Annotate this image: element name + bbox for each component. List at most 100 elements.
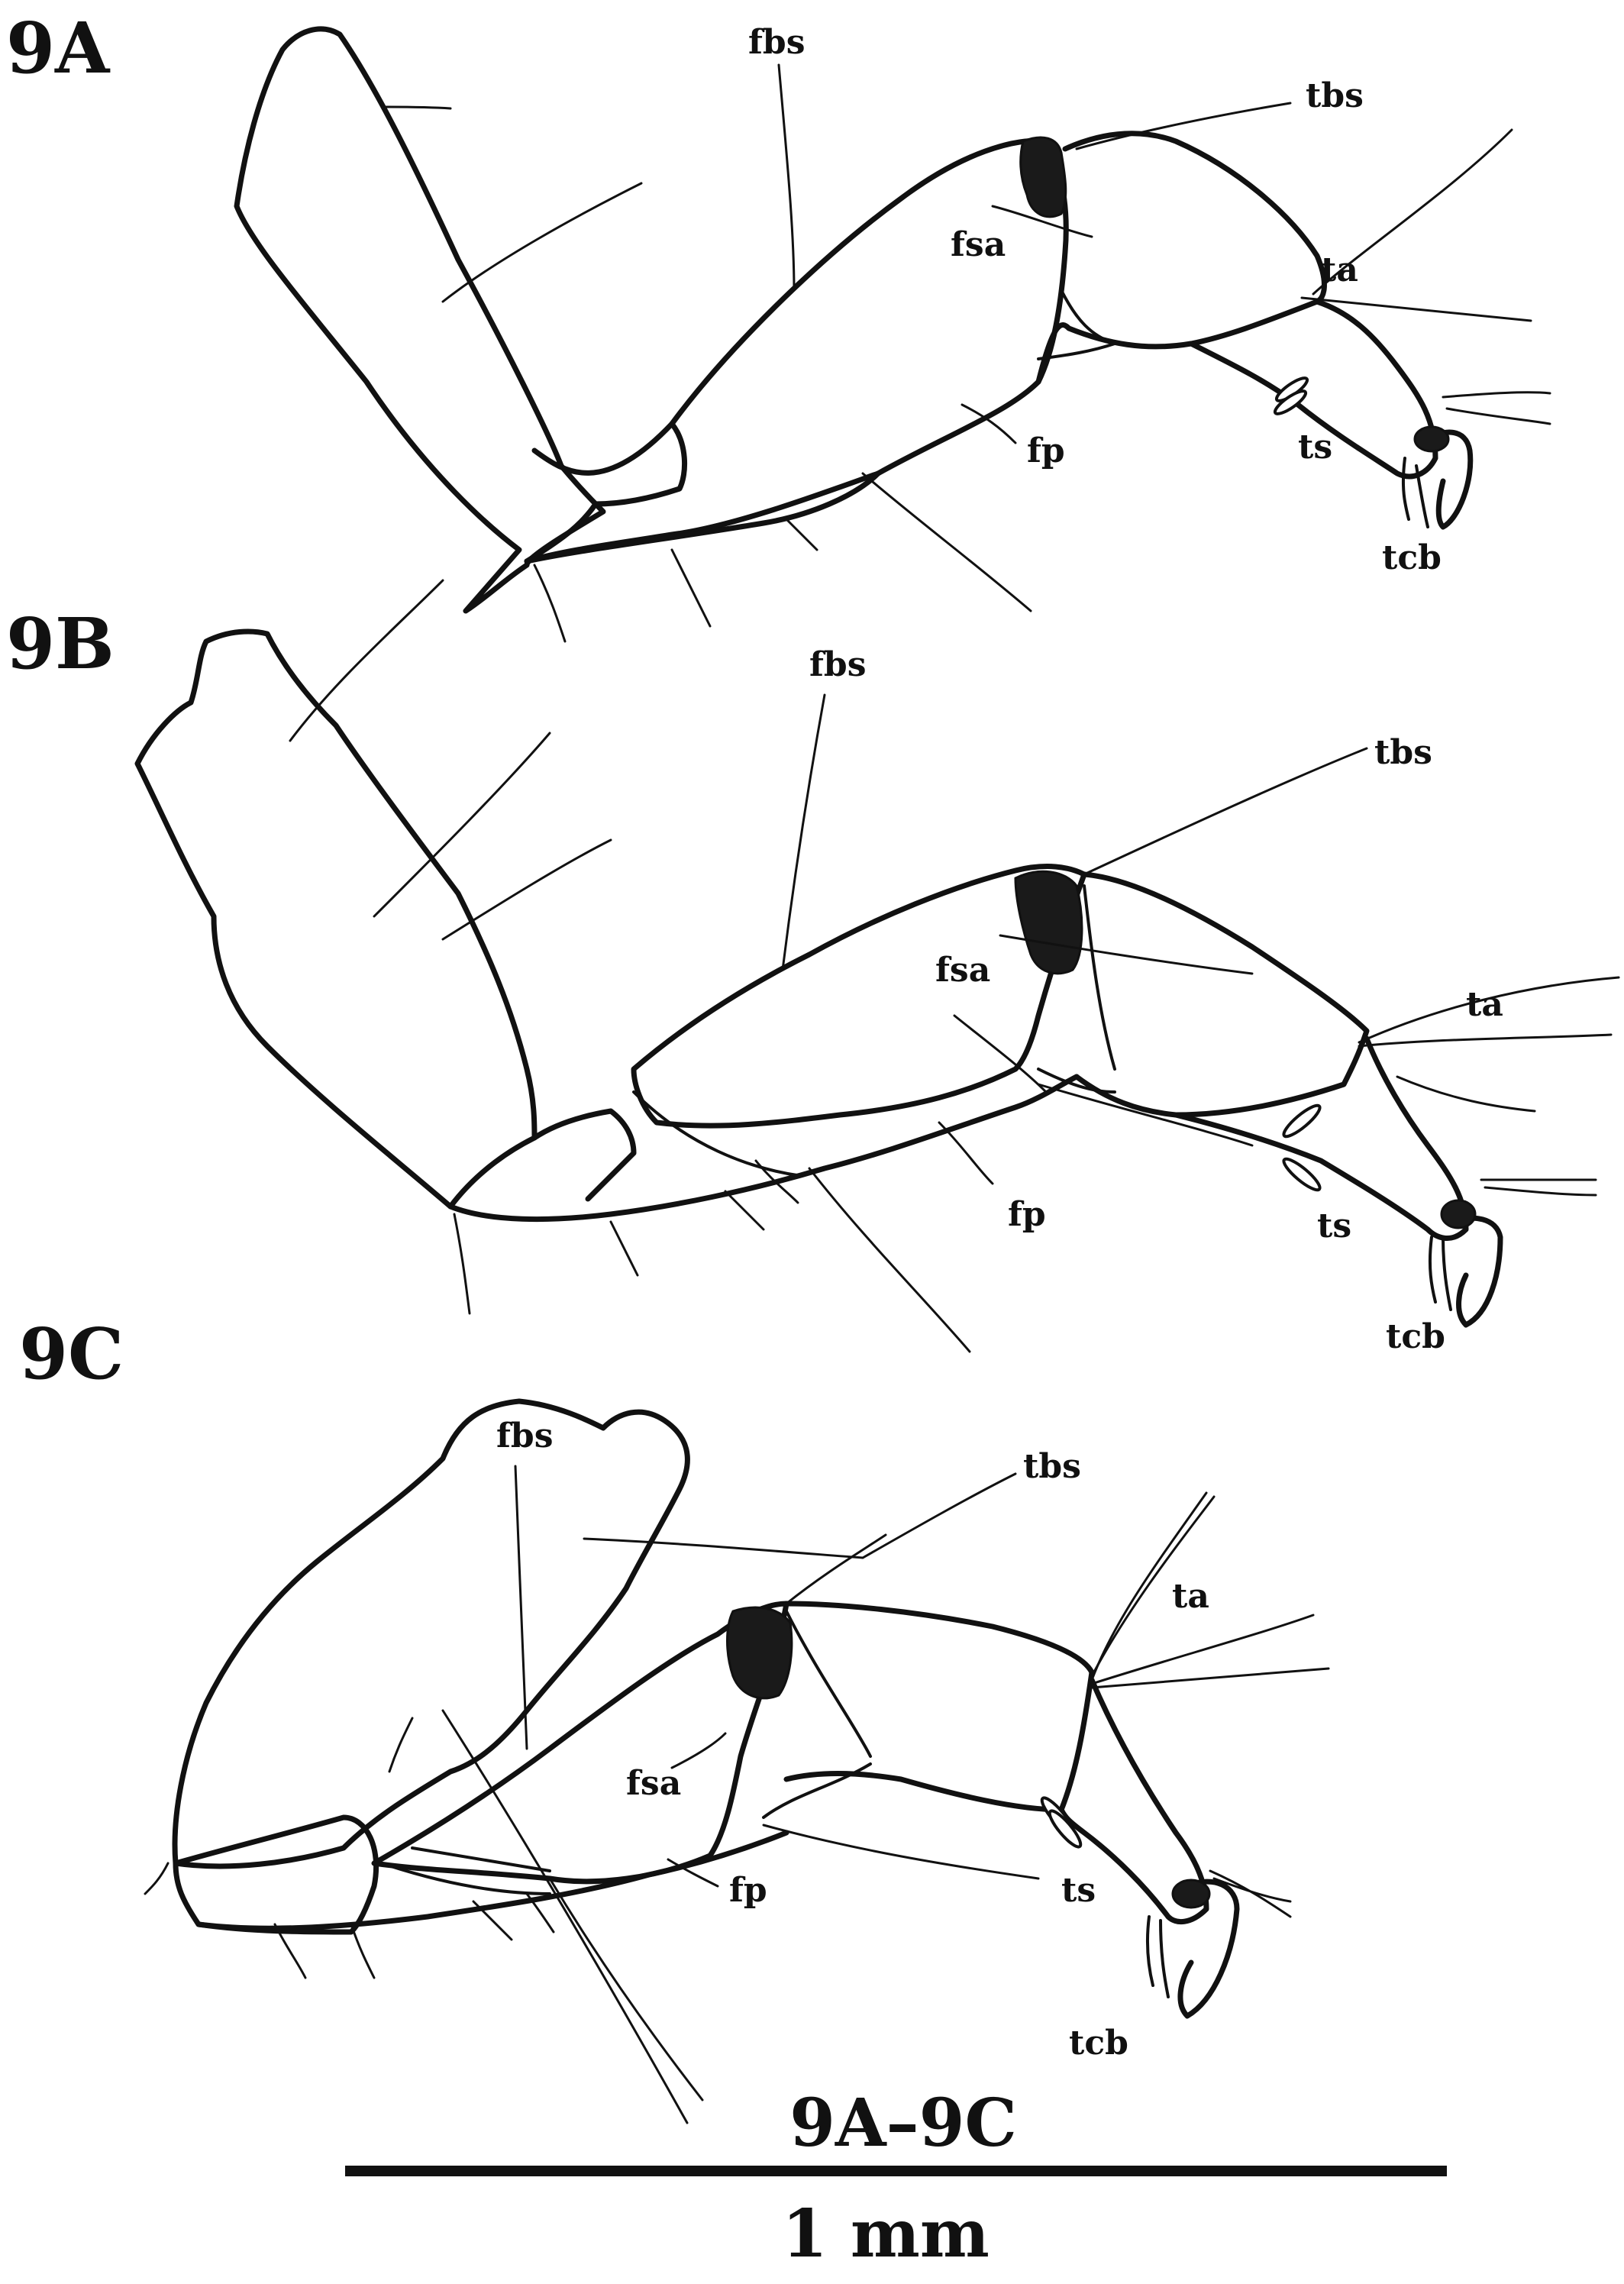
ts-sensillum-9a-2 — [1273, 389, 1308, 415]
label-fp-9c: fp — [729, 1871, 767, 1910]
dark-sclerite-9a — [1019, 136, 1067, 218]
seta-fsa-9b — [999, 934, 1254, 975]
label-tbs-9b: tbs — [1374, 733, 1432, 772]
panel-label-9b: 9B — [6, 602, 115, 685]
seta-coxa-9a-1 — [380, 105, 452, 110]
femur-inner-9b — [632, 1090, 803, 1178]
seta-coxa-9c-2 — [548, 1877, 704, 2101]
seta-fsa-9c — [670, 1732, 727, 1769]
dark-sclerite-9b — [1014, 870, 1083, 975]
seta-coxa-9b-4 — [953, 1014, 1048, 1094]
claw-pad-9a — [1413, 425, 1450, 453]
label-tcb-9c: tcb — [1069, 2024, 1128, 2063]
seta-femur-9b-5 — [754, 1159, 799, 1204]
seta-claw-9a — [1442, 391, 1551, 425]
seta-femur-9b-1 — [808, 1167, 971, 1353]
label-ts-9c: ts — [1061, 1871, 1096, 1910]
claw-pad-9c — [1171, 1879, 1211, 1909]
seta-tbs-stem-9c — [785, 1533, 887, 1605]
tarsus-outline-9c — [1058, 1677, 1209, 1925]
scale-bar: 9A–9C 1 mm — [345, 2085, 1447, 2273]
seta-trochanter-9c-1 — [273, 1923, 307, 1979]
panel-9c: 9C — [19, 1313, 1330, 2124]
scale-bar-caption: 9A–9C — [789, 2085, 1017, 2162]
seta-tbs-9a — [1075, 102, 1292, 150]
seta-tbs-9c — [583, 1472, 1017, 1559]
ts-sensillum-9c-2 — [1048, 1809, 1083, 1849]
femur-lower-outline-9b — [447, 1074, 1080, 1223]
panel-9b: 9B — [6, 579, 1620, 1356]
seta-trochanter-9c-3 — [144, 1862, 170, 1895]
label-fbs-9b: fbs — [809, 645, 866, 684]
claw-pad-9b — [1440, 1199, 1477, 1229]
trochanter-outline-9c — [173, 1814, 379, 1935]
femur-lower-outline-9c — [195, 1830, 789, 1931]
scale-bar-length-label: 1 mm — [782, 2195, 990, 2273]
seta-claw-9c — [1209, 1869, 1292, 1918]
label-fsa-9c: fsa — [626, 1764, 681, 1803]
label-tcb-9b: tcb — [1386, 1317, 1445, 1356]
claw-basal-tooth-9b — [1428, 1236, 1452, 1311]
seta-ts-9b — [1037, 1083, 1254, 1147]
label-ta-9c: ta — [1172, 1577, 1209, 1616]
ts-sensillum-9b-1 — [1282, 1103, 1322, 1139]
claw-outline-9a — [1417, 429, 1474, 530]
seta-trochanter-9c-2 — [350, 1923, 376, 1979]
label-fbs-9c: fbs — [496, 1417, 553, 1455]
scale-bar-line — [345, 2166, 1447, 2176]
tibia-outline-9b — [1074, 871, 1370, 1118]
label-fsa-9b: fsa — [935, 951, 990, 990]
tibia-joint-9c — [762, 1610, 872, 1819]
claw-outline-9c — [1177, 1879, 1240, 2019]
tibia-joint-9a — [1037, 289, 1116, 360]
seta-coxa-9b-3 — [441, 838, 612, 941]
seta-ta-9c — [1090, 1495, 1216, 1678]
label-fsa-9a: fsa — [951, 225, 1006, 264]
seta-fp-9c — [667, 1858, 719, 1888]
tibia-joint-9b — [1037, 884, 1116, 1094]
seta-fsa-9a — [991, 205, 1093, 238]
femur-outline-9b — [631, 864, 1087, 1129]
panel-label-9a: 9A — [6, 7, 111, 89]
seta-femur-9a-3 — [670, 548, 712, 628]
seta-fbs-9b — [781, 693, 826, 971]
seta-coxa-9b-1 — [289, 579, 444, 742]
seta-femur-9b-3 — [609, 1220, 639, 1277]
trochanter-outline-9a — [524, 421, 688, 564]
label-fp-9b: fp — [1008, 1195, 1046, 1234]
femur-outline-9a — [524, 137, 1069, 564]
panel-label-9c: 9C — [19, 1313, 124, 1395]
seta-ta-up-9c — [1090, 1491, 1208, 1682]
seta-femur-9b-4 — [724, 1190, 765, 1231]
seta-fp-9b — [938, 1121, 994, 1185]
seta-femur-9b-2 — [453, 1213, 471, 1315]
label-tcb-9a: tcb — [1382, 538, 1442, 577]
label-ts-9a: ts — [1298, 428, 1332, 467]
seta-fp-9a — [961, 403, 1017, 444]
label-ta-9a: ta — [1321, 250, 1358, 289]
seta-claw-9b — [1480, 1178, 1597, 1197]
tibia-outline-9c — [783, 1601, 1095, 1813]
seta-femur-9a-4 — [785, 518, 818, 551]
seta-coxa-9b-2 — [373, 732, 551, 918]
label-ta-9b: ta — [1466, 985, 1503, 1024]
seta-femur-9c-2 — [525, 1892, 555, 1933]
label-tbs-9a: tbs — [1306, 76, 1364, 115]
coxa-outline-9a — [234, 26, 606, 614]
seta-ta-9a — [1312, 128, 1513, 296]
seta-fbs-9a — [777, 63, 796, 292]
coxa-outline-9c — [172, 1398, 690, 1869]
label-ts-9b: ts — [1317, 1207, 1351, 1245]
seta-coxa-9c-1 — [441, 1709, 689, 2124]
panel-9a: 9A fbs tb — [6, 7, 1551, 643]
seta-coxa-9c-3 — [388, 1717, 414, 1773]
ts-sensillum-9b-2 — [1282, 1157, 1322, 1192]
seta-ta2-9a — [1300, 296, 1532, 322]
seta-ta-9b — [1358, 976, 1620, 1048]
trochanter-outline-9b — [531, 1108, 637, 1202]
seta-coxa-9a-2 — [441, 182, 643, 303]
seta-ts-9c — [762, 1824, 1040, 1880]
tarsus-outline-9b — [1173, 1035, 1469, 1242]
claw-basal-tooth-9c — [1145, 1915, 1170, 1998]
